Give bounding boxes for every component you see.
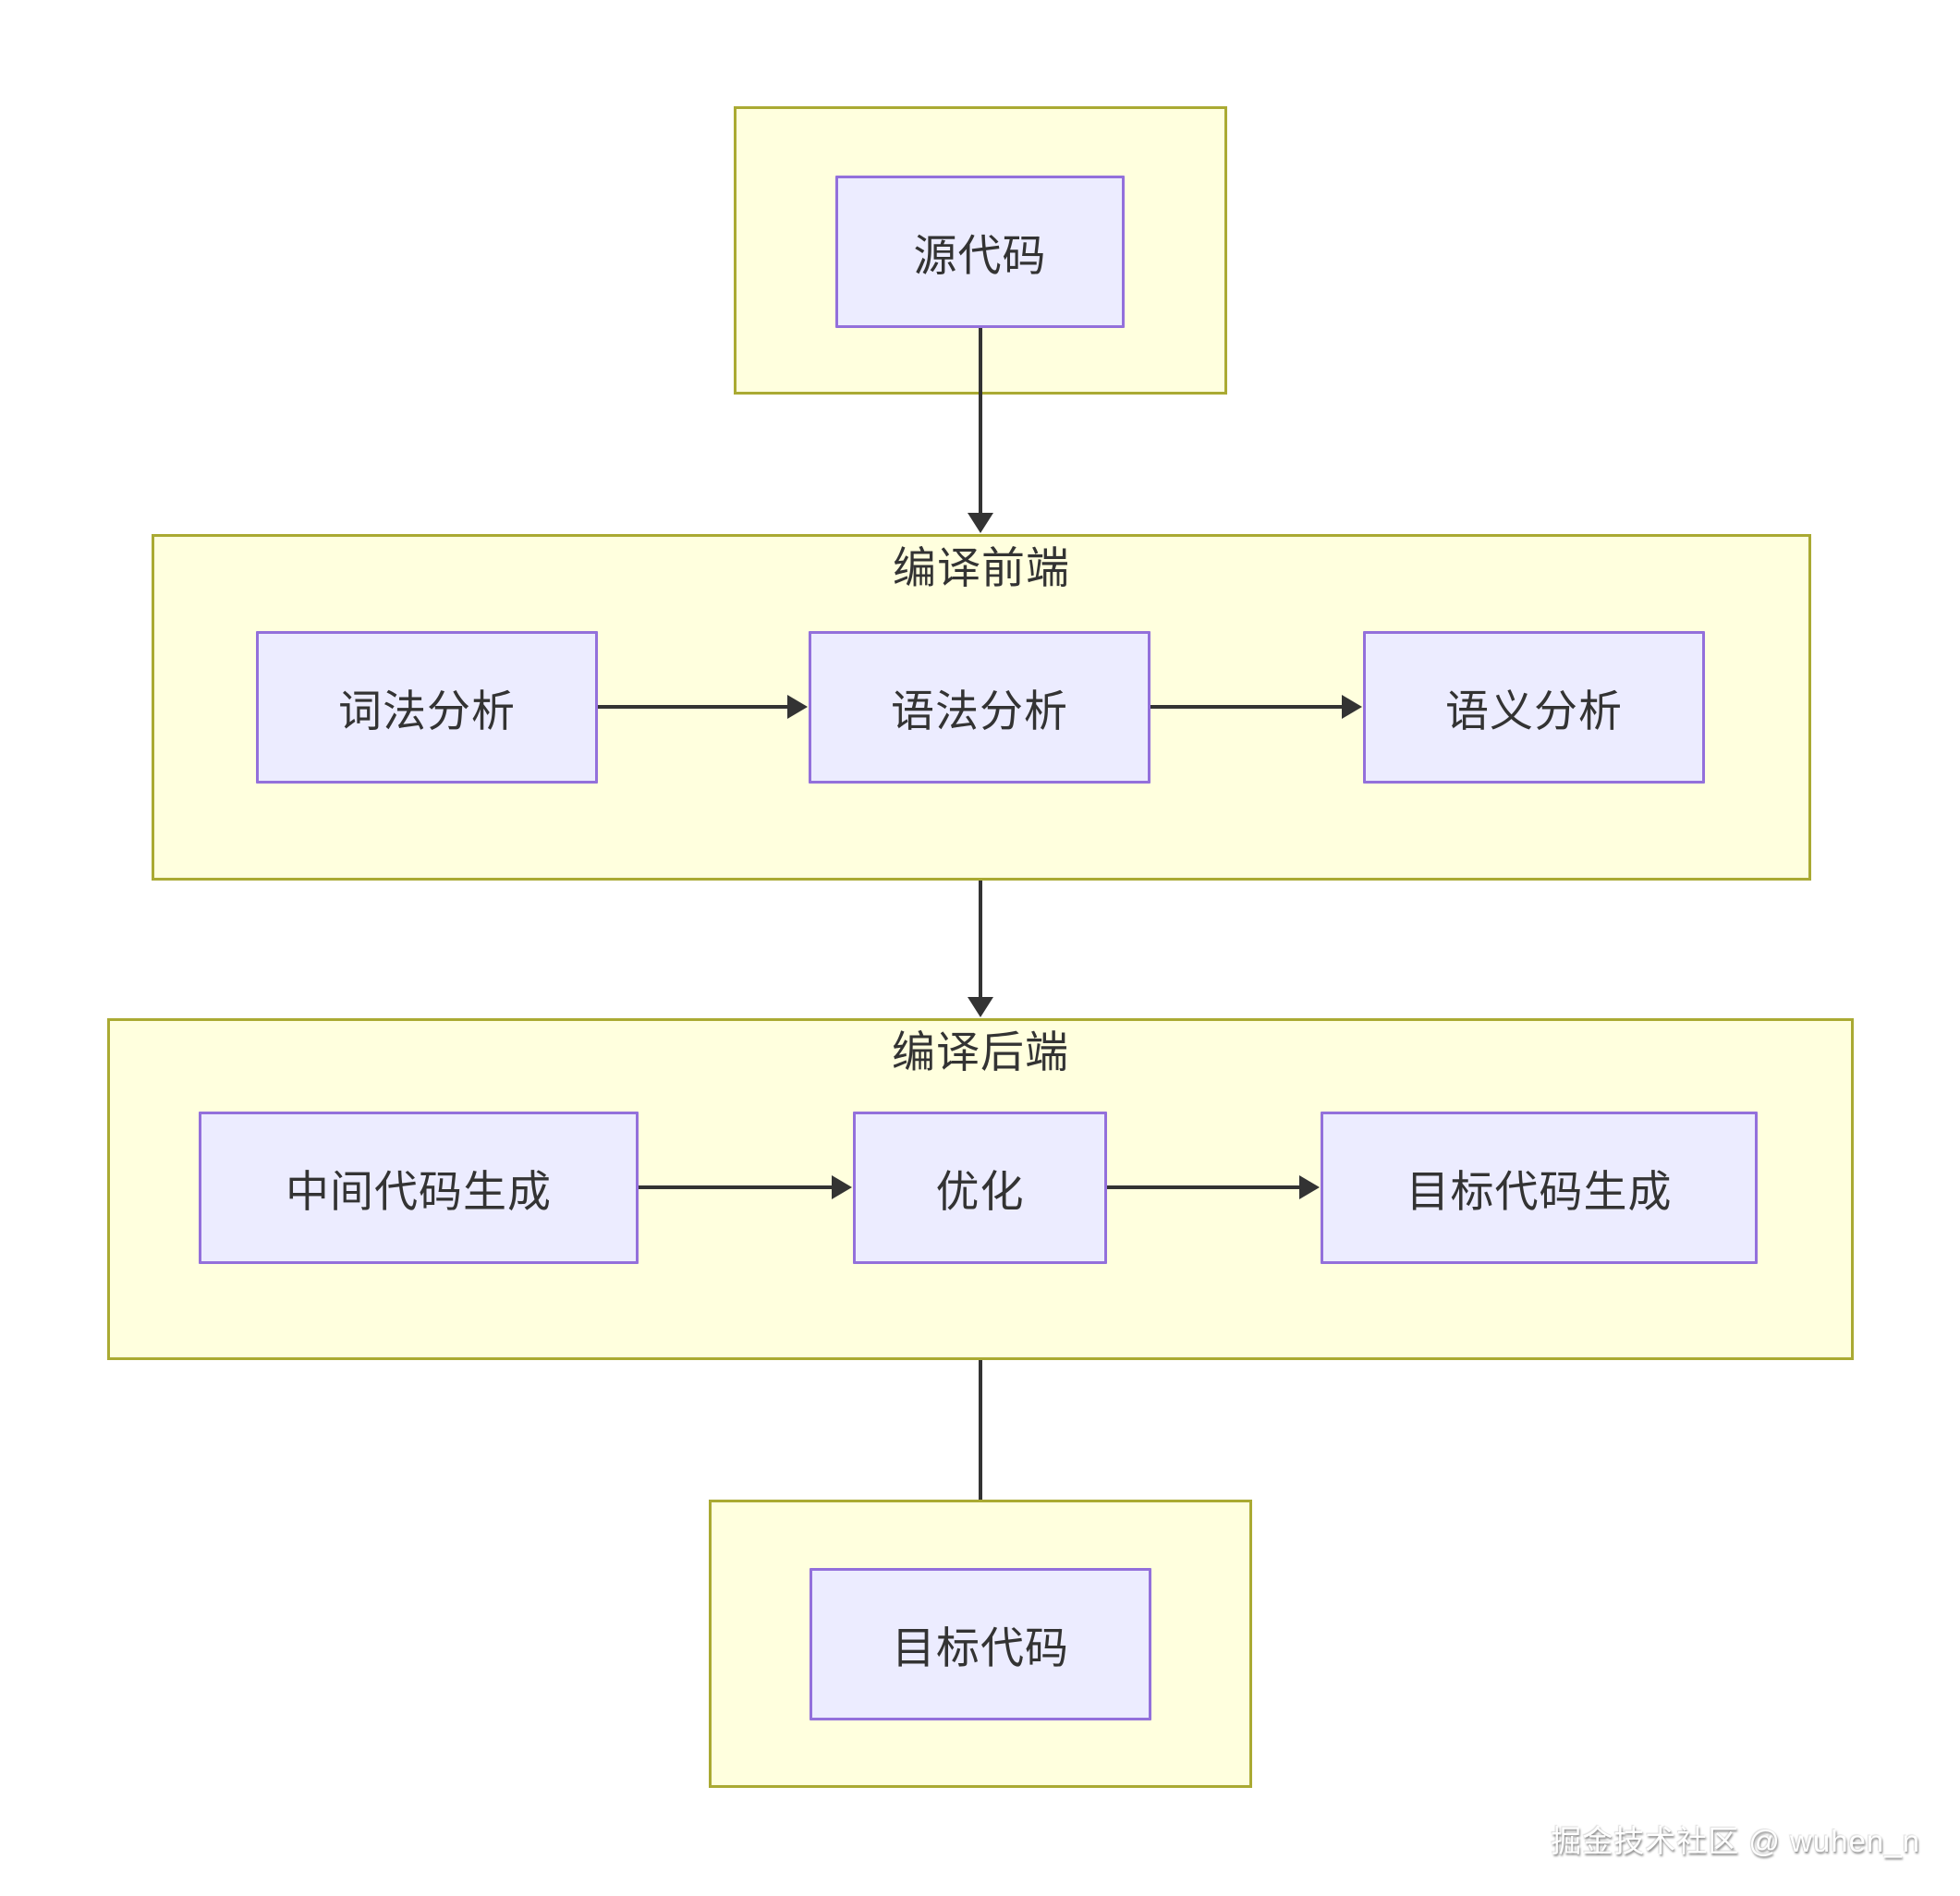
cluster-backend-title: 编译后端 (892, 1027, 1069, 1076)
edge-syntax-to-semantic (1150, 695, 1362, 719)
node-source-code: 源代码 (835, 176, 1125, 328)
node-intermediate-code-generation: 中间代码生成 (199, 1112, 639, 1264)
cluster-compiler-backend: 编译后端 中间代码生成 优化 目标代码生成 (107, 1018, 1854, 1360)
edge-frontend-to-backend (968, 881, 993, 1017)
edge-optimization-to-targetgen (1107, 1175, 1320, 1199)
cluster-frontend-title: 编译前端 (893, 543, 1070, 592)
edge-source-to-frontend (968, 328, 993, 533)
node-lexical-analysis: 词法分析 (256, 631, 598, 784)
node-optimization: 优化 (853, 1112, 1107, 1264)
node-semantic-analysis: 语义分析 (1363, 631, 1705, 784)
node-target-code-generation: 目标代码生成 (1321, 1112, 1758, 1264)
arrowhead-right (1299, 1175, 1320, 1199)
arrowhead-down (968, 997, 993, 1017)
cluster-compiler-frontend: 编译前端 词法分析 语法分析 语义分析 (152, 534, 1811, 881)
edge-intermediate-to-optimization (639, 1175, 852, 1199)
arrowhead-right (1342, 695, 1362, 719)
cluster-target-code: 目标代码 (709, 1500, 1252, 1788)
arrowhead-down (968, 513, 993, 533)
arrowhead-right (787, 695, 808, 719)
arrowhead-right (832, 1175, 852, 1199)
edge-lexical-to-syntax (598, 695, 808, 719)
node-syntax-analysis: 语法分析 (809, 631, 1150, 784)
node-target-code: 目标代码 (810, 1568, 1151, 1720)
watermark-juejin: 掘金技术社区 @ wuhen_n (1551, 1824, 1920, 1858)
